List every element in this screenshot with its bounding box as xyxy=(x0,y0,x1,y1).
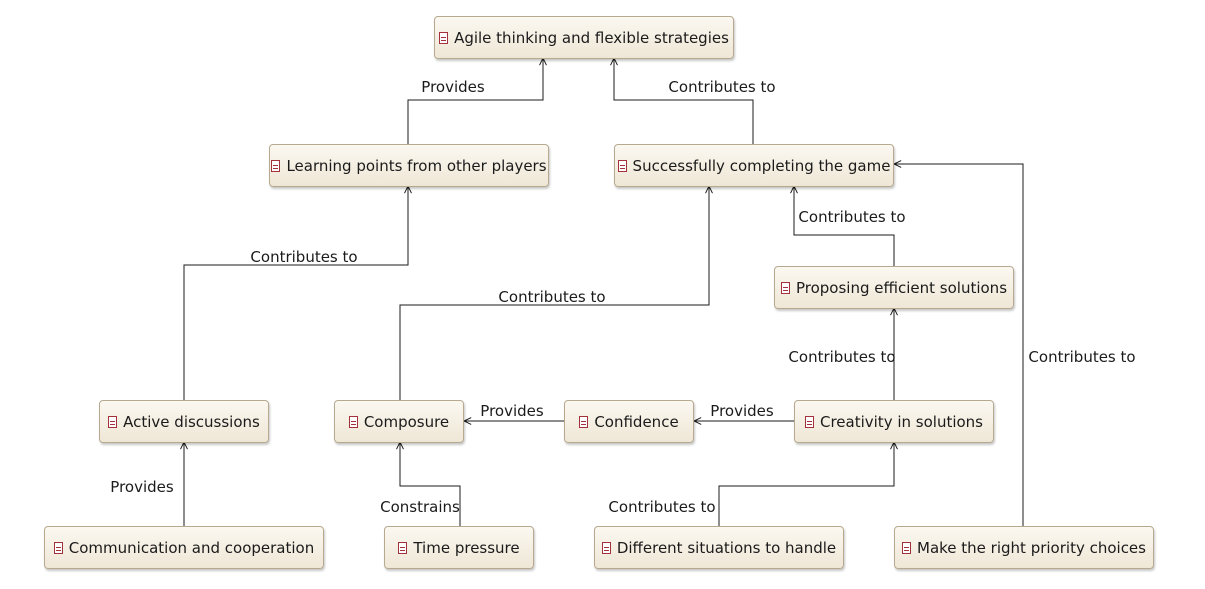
node-confidence[interactable]: Confidence xyxy=(564,400,694,443)
requirement-icon xyxy=(902,541,912,554)
edge-label: Contributes to xyxy=(668,78,776,96)
node-label: Agile thinking and flexible strategies xyxy=(454,28,729,47)
edge-label: Contributes to xyxy=(788,348,896,366)
requirement-icon xyxy=(439,31,449,44)
node-proposing-solutions[interactable]: Proposing efficient solutions xyxy=(774,266,1014,309)
node-agile-thinking[interactable]: Agile thinking and flexible strategies xyxy=(434,16,734,59)
arrowhead xyxy=(692,417,702,425)
edge-label: Provides xyxy=(110,478,174,496)
node-label: Successfully completing the game xyxy=(632,156,891,175)
node-learning-points[interactable]: Learning points from other players xyxy=(269,144,549,187)
edge-label: Provides xyxy=(421,78,485,96)
edge-label: Constrains xyxy=(380,498,460,516)
edge-line xyxy=(613,58,754,144)
node-label: Proposing efficient solutions xyxy=(795,278,1008,297)
node-label: Time pressure xyxy=(413,538,520,557)
edge-label: Provides xyxy=(710,402,774,420)
edge-label: Contributes to xyxy=(250,248,358,266)
edge-line xyxy=(718,442,895,526)
requirement-icon xyxy=(804,415,814,428)
edge-label: Contributes to xyxy=(798,208,906,226)
node-label: Different situations to handle xyxy=(616,538,837,557)
node-label: Communication and cooperation xyxy=(68,538,315,557)
node-communication[interactable]: Communication and cooperation xyxy=(44,526,324,569)
node-successfully-completing[interactable]: Successfully completing the game xyxy=(614,144,894,187)
edge-line xyxy=(183,186,409,400)
node-priority-choices[interactable]: Make the right priority choices xyxy=(894,526,1154,569)
node-time-pressure[interactable]: Time pressure xyxy=(384,526,534,569)
arrowhead xyxy=(892,160,902,168)
edge-line xyxy=(399,442,461,526)
requirement-icon xyxy=(601,541,611,554)
node-label: Learning points from other players xyxy=(286,156,547,175)
requirement-icon xyxy=(108,415,118,428)
node-label: Make the right priority choices xyxy=(917,538,1146,557)
requirement-icon xyxy=(348,415,358,428)
node-label: Creativity in solutions xyxy=(819,412,983,431)
requirement-icon xyxy=(398,541,408,554)
edge-line xyxy=(793,186,895,266)
node-label: Composure xyxy=(363,412,450,431)
edge-line xyxy=(399,186,710,400)
requirement-icon xyxy=(579,415,589,428)
edge-line xyxy=(894,163,1024,526)
requirement-icon xyxy=(271,159,281,172)
node-label: Confidence xyxy=(594,412,679,431)
requirement-icon xyxy=(780,281,790,294)
edge-label: Contributes to xyxy=(1028,348,1136,366)
node-creativity[interactable]: Creativity in solutions xyxy=(794,400,994,443)
requirement-icon xyxy=(617,159,627,172)
edge-label: Contributes to xyxy=(608,498,716,516)
arrowhead xyxy=(462,417,472,425)
node-different-situations[interactable]: Different situations to handle xyxy=(594,526,844,569)
edge-label: Provides xyxy=(480,402,544,420)
node-composure[interactable]: Composure xyxy=(334,400,464,443)
edge-label: Contributes to xyxy=(498,288,606,306)
node-active-discussions[interactable]: Active discussions xyxy=(99,400,269,443)
edge-line xyxy=(407,58,544,144)
node-label: Active discussions xyxy=(123,412,260,431)
requirement-icon xyxy=(53,541,63,554)
